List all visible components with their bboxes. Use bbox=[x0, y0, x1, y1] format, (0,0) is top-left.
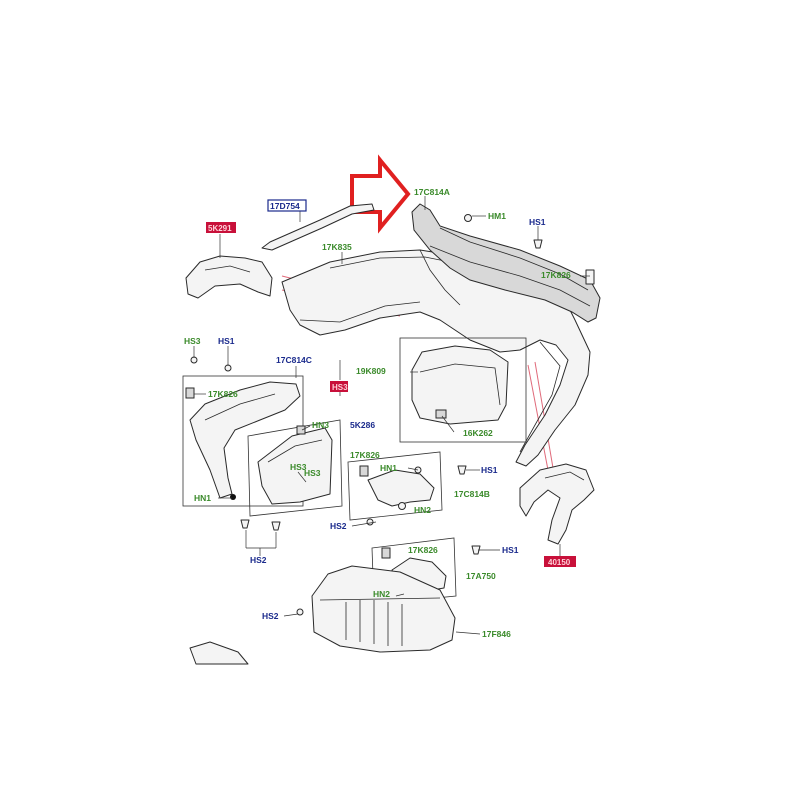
fastener-HS2-left-a bbox=[240, 519, 250, 529]
label-5K291: 5K291 bbox=[208, 224, 232, 233]
label-17D754: 17D754 bbox=[270, 201, 300, 211]
label-box-40150 bbox=[544, 556, 576, 567]
group-box-17C814B bbox=[347, 451, 443, 521]
part-17F846-undertray bbox=[311, 565, 456, 653]
group-box-19K809 bbox=[399, 337, 527, 443]
fastener-HS2-mid bbox=[366, 518, 374, 526]
label-HN1-mid: HN1 bbox=[380, 463, 397, 473]
part-17D754-rail bbox=[261, 203, 375, 251]
part-17K826-mid-clip bbox=[359, 465, 369, 477]
part-17C814C-bracket bbox=[189, 381, 301, 499]
label-HM1: HM1 bbox=[488, 211, 506, 221]
label-HS3-mid-b: HS3 bbox=[304, 468, 321, 478]
part-19K809-panel bbox=[411, 345, 509, 425]
label-HS2-left: HS2 bbox=[250, 555, 267, 565]
label-HN2-mid: HN2 bbox=[414, 505, 431, 515]
part-17K826-left-clip bbox=[185, 387, 195, 399]
label-40150: 40150 bbox=[548, 558, 571, 567]
label-box-HS3-red bbox=[330, 381, 348, 392]
part-partial-bottom-left bbox=[189, 641, 249, 665]
group-box-5K286 bbox=[247, 419, 343, 517]
label-HS2-mid: HS2 bbox=[330, 521, 347, 531]
part-17K826-low-clip bbox=[381, 547, 391, 559]
label-HS2-low: HS2 bbox=[262, 611, 279, 621]
fastener-HS2-left-b bbox=[271, 521, 281, 531]
label-box-17D754 bbox=[267, 199, 307, 212]
part-17C814B-bracket bbox=[367, 469, 435, 507]
fastener-HM1 bbox=[464, 214, 472, 222]
fastener-HS2-low bbox=[296, 608, 304, 616]
label-HS1-left: HS1 bbox=[218, 336, 235, 346]
part-HN3-clip bbox=[296, 425, 306, 435]
label-HS1-low: HS1 bbox=[502, 545, 519, 555]
label-16K262: 16K262 bbox=[463, 428, 493, 438]
label-17K826-top: 17K826 bbox=[541, 270, 571, 280]
label-17C814C: 17C814C bbox=[276, 355, 312, 365]
label-17K826-low: 17K826 bbox=[408, 545, 438, 555]
part-16K262-clip bbox=[435, 409, 447, 419]
fastener-HN2-mid bbox=[398, 502, 406, 510]
label-HN1-left: HN1 bbox=[194, 493, 211, 503]
label-17C814B: 17C814B bbox=[454, 489, 490, 499]
fastener-HS1-low bbox=[471, 545, 481, 555]
label-17C814A: 17C814A bbox=[414, 187, 450, 197]
label-17A750: 17A750 bbox=[466, 571, 496, 581]
label-HS3-left: HS3 bbox=[184, 336, 201, 346]
part-40150-bracket bbox=[519, 463, 595, 545]
fastener-HN1-left bbox=[230, 494, 236, 500]
label-box-5K291 bbox=[206, 222, 236, 233]
label-HS1-mid: HS1 bbox=[481, 465, 498, 475]
fastener-HS1-mid bbox=[457, 465, 467, 475]
leader-lines bbox=[193, 196, 590, 635]
fastener-HS1-top bbox=[533, 239, 543, 249]
label-HN2-low: HN2 bbox=[373, 589, 390, 599]
part-17C814A-beam bbox=[411, 203, 601, 323]
part-5K291-bracket bbox=[185, 255, 273, 299]
label-19K809: 19K809 bbox=[356, 366, 386, 376]
label-17K826-left: 17K826 bbox=[208, 389, 238, 399]
label-HS3-mid-a: HS3 bbox=[290, 462, 307, 472]
label-17K826-mid: 17K826 bbox=[350, 450, 380, 460]
label-HS3-red: HS3 bbox=[332, 383, 348, 392]
label-HN3: HN3 bbox=[312, 420, 329, 430]
label-17F846: 17F846 bbox=[482, 629, 511, 639]
callout-arrow bbox=[350, 154, 411, 234]
label-5K286: 5K286 bbox=[350, 420, 375, 430]
label-17K835: 17K835 bbox=[322, 242, 352, 252]
label-HS1-top: HS1 bbox=[529, 217, 546, 227]
